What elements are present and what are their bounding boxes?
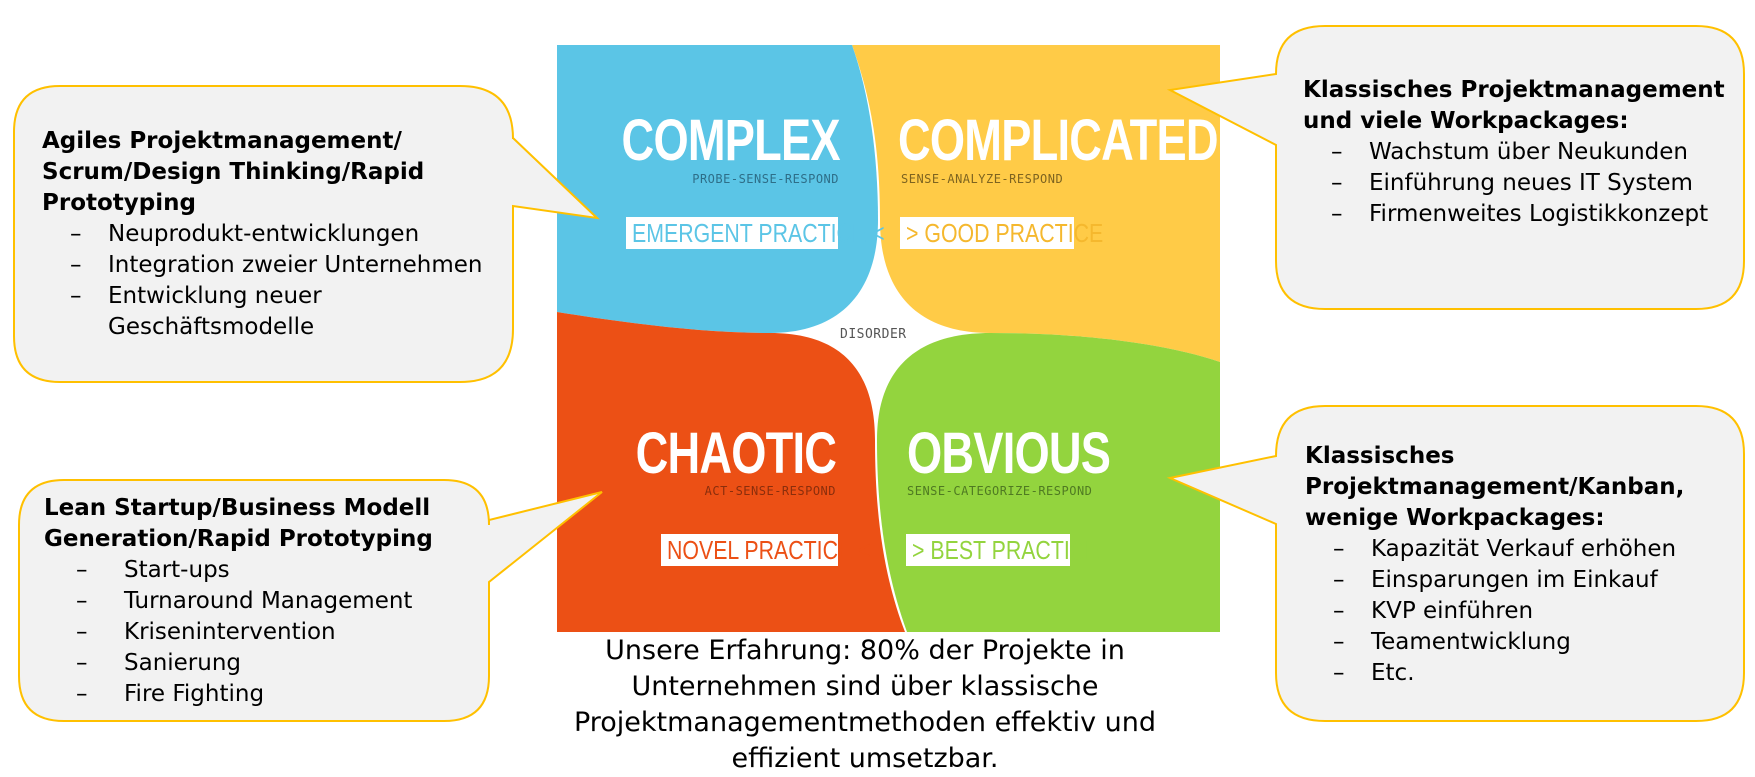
callout-complicated-title: Klassisches Projektmanagement und viele …	[1303, 77, 1725, 134]
callout-complex: Agiles Projektmanagement/ Scrum/Design T…	[42, 126, 512, 343]
quadrant-chaotic-subtitle: ACT-SENSE-RESPOND	[704, 484, 836, 498]
callout-list-item: – Sanierung	[44, 648, 494, 679]
callout-list-item: –Entwicklung neuer Geschäftsmodelle	[42, 281, 512, 343]
callout-list-item-text: Entwicklung neuer Geschäftsmodelle	[108, 283, 322, 340]
quadrant-complicated-shape	[852, 45, 1220, 362]
dash-bullet-icon: –	[1331, 170, 1343, 196]
quadrant-complex-subtitle: PROBE-SENSE-RESPOND	[692, 172, 839, 186]
dash-bullet-icon: –	[1331, 139, 1343, 165]
callout-list-item-text: Kapazität Verkauf erhöhen	[1371, 536, 1677, 562]
callout-list-item-text: Sanierung	[124, 650, 242, 676]
callout-list-item: –Firmenweites Logistikkonzept	[1303, 199, 1743, 230]
dash-bullet-icon: –	[70, 252, 82, 278]
cynefin-diagram	[13, 25, 1745, 722]
quadrant-complicated-title: COMPLICATED	[898, 108, 1219, 173]
callout-list-item-text: KVP einführen	[1371, 598, 1534, 624]
callout-list-item: –Neuprodukt-entwicklungen	[42, 219, 512, 250]
callout-list-item: –Wachstum über Neukunden	[1303, 137, 1743, 168]
quadrant-chaotic-practice: NOVEL PRACTICE <	[661, 534, 871, 566]
quadrant-complex-shape	[557, 45, 878, 333]
callout-complex-bubble	[13, 85, 600, 383]
dash-bullet-icon: –	[1331, 201, 1343, 227]
dash-bullet-icon: –	[70, 221, 82, 247]
quadrant-obvious-subtitle: SENSE-CATEGORIZE-RESPOND	[907, 484, 1093, 498]
callout-list-item: –KVP einführen	[1305, 596, 1745, 627]
callout-list-item: –Teamentwicklung	[1305, 627, 1745, 658]
callout-obvious-title: Klassisches Projektmanagement/Kanban, we…	[1305, 443, 1685, 531]
dash-bullet-icon: –	[1333, 567, 1345, 593]
dash-bullet-icon: –	[76, 588, 88, 614]
callout-list-item: – Fire Fighting	[44, 679, 494, 710]
callout-chaotic: Lean Startup/Business Modell Generation/…	[44, 493, 494, 710]
callout-list-item-text: Neuprodukt-entwicklungen	[108, 221, 420, 247]
callout-list-item-text: Fire Fighting	[124, 681, 265, 707]
callout-list-item-text: Einführung neues IT System	[1369, 170, 1693, 196]
quadrant-chaotic-title: CHAOTIC	[635, 421, 836, 486]
quadrant-complex-practice: EMERGENT PRACTICE <	[626, 217, 885, 249]
callout-obvious-list: –Kapazität Verkauf erhöhen–Einsparungen …	[1305, 534, 1745, 689]
quadrant-complicated-subtitle: SENSE-ANALYZE-RESPOND	[901, 172, 1064, 186]
dash-bullet-icon: –	[1333, 536, 1345, 562]
callout-list-item-text: Start-ups	[124, 557, 230, 583]
callout-list-item: –Einführung neues IT System	[1303, 168, 1743, 199]
callout-complicated: Klassisches Projektmanagement und viele …	[1303, 75, 1743, 230]
callout-list-item-text: Integration zweier Unternehmen	[108, 252, 483, 278]
callout-list-item: – Start-ups	[44, 555, 494, 586]
callout-complicated-bubble	[1166, 25, 1745, 310]
dash-bullet-icon: –	[1333, 660, 1345, 686]
callout-obvious-bubble	[1166, 405, 1745, 722]
callout-complicated-list: –Wachstum über Neukunden–Einführung neue…	[1303, 137, 1743, 230]
callout-list-item-text: Teamentwicklung	[1371, 629, 1571, 655]
callout-complex-list: –Neuprodukt-entwicklungen–Integration zw…	[42, 219, 512, 343]
callout-list-item-text: Firmenweites Logistikkonzept	[1369, 201, 1709, 227]
callout-list-item-text: Einsparungen im Einkauf	[1371, 567, 1658, 593]
dash-bullet-icon: –	[76, 557, 88, 583]
callout-list-item: –Kapazität Verkauf erhöhen	[1305, 534, 1745, 565]
callout-complex-title: Agiles Projektmanagement/ Scrum/Design T…	[42, 128, 425, 216]
dash-bullet-icon: –	[76, 619, 88, 645]
callout-chaotic-title: Lean Startup/Business Modell Generation/…	[44, 495, 433, 552]
dash-bullet-icon: –	[76, 650, 88, 676]
callout-chaotic-bubble	[18, 479, 603, 722]
callout-list-item: –Etc.	[1305, 658, 1745, 689]
quadrant-obvious-practice: > BEST PRACTICE	[906, 534, 1099, 566]
callout-list-item-text: Wachstum über Neukunden	[1369, 139, 1689, 165]
dash-bullet-icon: –	[70, 283, 82, 309]
dash-bullet-icon: –	[76, 681, 88, 707]
callout-list-item: –Integration zweier Unternehmen	[42, 250, 512, 281]
callout-list-item: – Krisenintervention	[44, 617, 494, 648]
quadrant-complicated-practice: > GOOD PRACTICE	[900, 217, 1103, 249]
quadrant-complex-title: COMPLEX	[621, 108, 841, 173]
caption-text: Unsere Erfahrung: 80% der Projekte in Un…	[573, 635, 1157, 774]
callout-list-item-text: Etc.	[1371, 660, 1415, 686]
dash-bullet-icon: –	[1333, 598, 1345, 624]
callout-obvious: Klassisches Projektmanagement/Kanban, we…	[1305, 441, 1745, 689]
callout-chaotic-list: – Start-ups – Turnaround Management – Kriseni…	[44, 555, 494, 710]
callout-list-item-text: Turnaround Management	[124, 588, 413, 614]
dash-bullet-icon: –	[1333, 629, 1345, 655]
disorder-label: DISORDER	[840, 327, 907, 342]
quadrant-obvious-title: OBVIOUS	[907, 421, 1111, 486]
callout-list-item: –Einsparungen im Einkauf	[1305, 565, 1745, 596]
callout-list-item-text: Krisenintervention	[124, 619, 336, 645]
callout-list-item: – Turnaround Management	[44, 586, 494, 617]
